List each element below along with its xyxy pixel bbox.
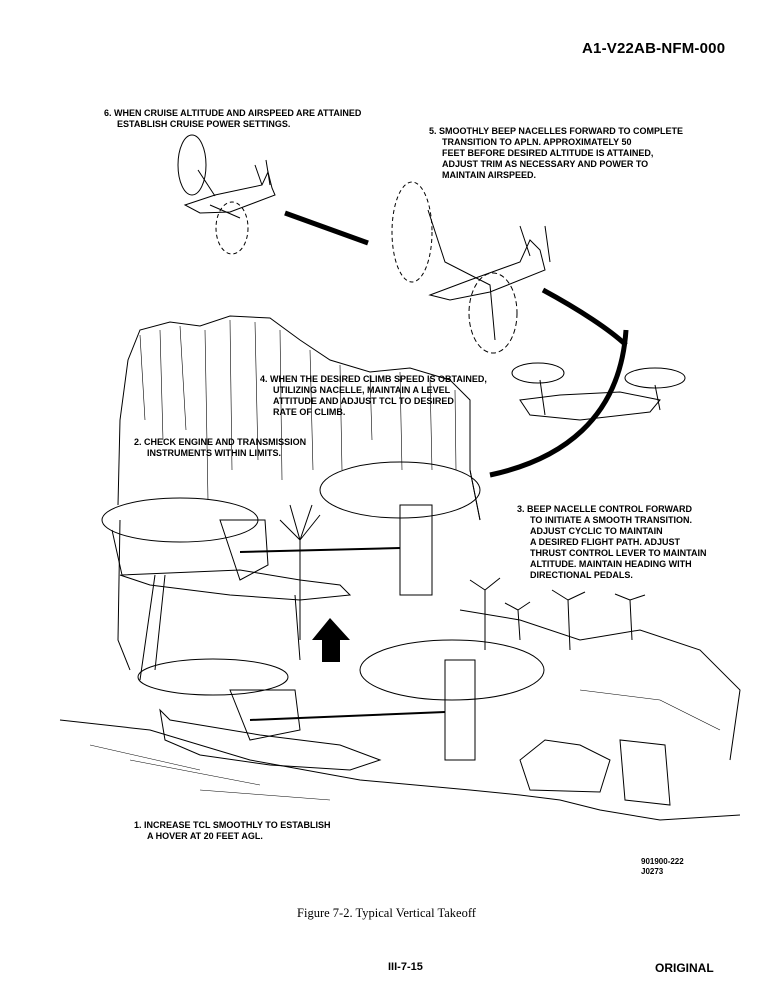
caption-line: ESTABLISH CRUISE POWER SETTINGS. (117, 119, 291, 129)
tiltrotor-aircraft-icon (177, 134, 276, 255)
page-status: ORIGINAL (655, 961, 714, 975)
caption-line: ALTITUDE. MAINTAIN HEADING WITH (530, 559, 692, 569)
caption-line: FEET BEFORE DESIRED ALTITUDE IS ATTAINED… (442, 148, 654, 158)
figure-ref-number: 901900-222 (641, 857, 684, 866)
cliff-icon (117, 315, 481, 671)
palm-tree-icon (279, 504, 646, 651)
tiltrotor-aircraft-icon (511, 362, 686, 421)
tiltrotor-aircraft-icon (137, 639, 545, 771)
caption-line: 4. WHEN THE DESIRED CLIMB SPEED IS OBTAI… (260, 374, 487, 384)
step-3-caption: 3. BEEP NACELLE CONTROL FORWARD TO INITI… (517, 504, 707, 581)
caption-line: 2. CHECK ENGINE AND TRANSMISSION (134, 437, 307, 447)
step-5-caption: 5. SMOOTHLY BEEP NACELLES FORWARD TO COM… (429, 126, 683, 181)
caption-line: 3. BEEP NACELLE CONTROL FORWARD (517, 504, 693, 514)
step-1-caption: 1. INCREASE TCL SMOOTHLY TO ESTABLISH A … (134, 820, 331, 842)
caption-line: MAINTAIN AIRSPEED. (442, 170, 537, 180)
caption-line: DIRECTIONAL PEDALS. (530, 570, 633, 580)
figure-ref-code: J0273 (641, 867, 664, 876)
caption-line: INSTRUMENTS WITHIN LIMITS. (147, 448, 281, 458)
figure-title: Figure 7-2. Typical Vertical Takeoff (297, 906, 476, 920)
caption-line: UTILIZING NACELLE, MAINTAIN A LEVEL (273, 385, 451, 395)
caption-line: TO INITIATE A SMOOTH TRANSITION. (530, 515, 692, 525)
tiltrotor-aircraft-icon (101, 461, 481, 681)
caption-line: 1. INCREASE TCL SMOOTHLY TO ESTABLISH (134, 820, 331, 830)
caption-line: TRANSITION TO APLN. APPROXIMATELY 50 (442, 137, 632, 147)
caption-line: THRUST CONTROL LEVER TO MAINTAIN (530, 548, 707, 558)
page-number: III-7-15 (388, 961, 423, 973)
caption-line: RATE OF CLIMB. (273, 407, 346, 417)
caption-line: 6. WHEN CRUISE ALTITUDE AND AIRSPEED ARE… (104, 108, 362, 118)
caption-line: ADJUST TRIM AS NECESSARY AND POWER TO (442, 159, 649, 169)
caption-line: 5. SMOOTHLY BEEP NACELLES FORWARD TO COM… (429, 126, 684, 136)
up-arrow-icon (312, 618, 350, 662)
figure-reference: 901900-222 J0273 (641, 857, 684, 877)
caption-line: ATTITUDE AND ADJUST TCL TO DESIRED (273, 396, 454, 406)
step-4-caption: 4. WHEN THE DESIRED CLIMB SPEED IS OBTAI… (260, 374, 487, 418)
step-2-caption: 2. CHECK ENGINE AND TRANSMISSION INSTRUM… (134, 437, 306, 459)
document-id: A1-V22AB-NFM-000 (582, 40, 726, 57)
step-6-caption: 6. WHEN CRUISE ALTITUDE AND AIRSPEED ARE… (104, 108, 361, 130)
tiltrotor-aircraft-icon (391, 181, 551, 354)
caption-line: ADJUST CYCLIC TO MAINTAIN (530, 526, 663, 536)
caption-line: A DESIRED FLIGHT PATH. ADJUST (530, 537, 681, 547)
caption-line: A HOVER AT 20 FEET AGL. (147, 831, 263, 841)
